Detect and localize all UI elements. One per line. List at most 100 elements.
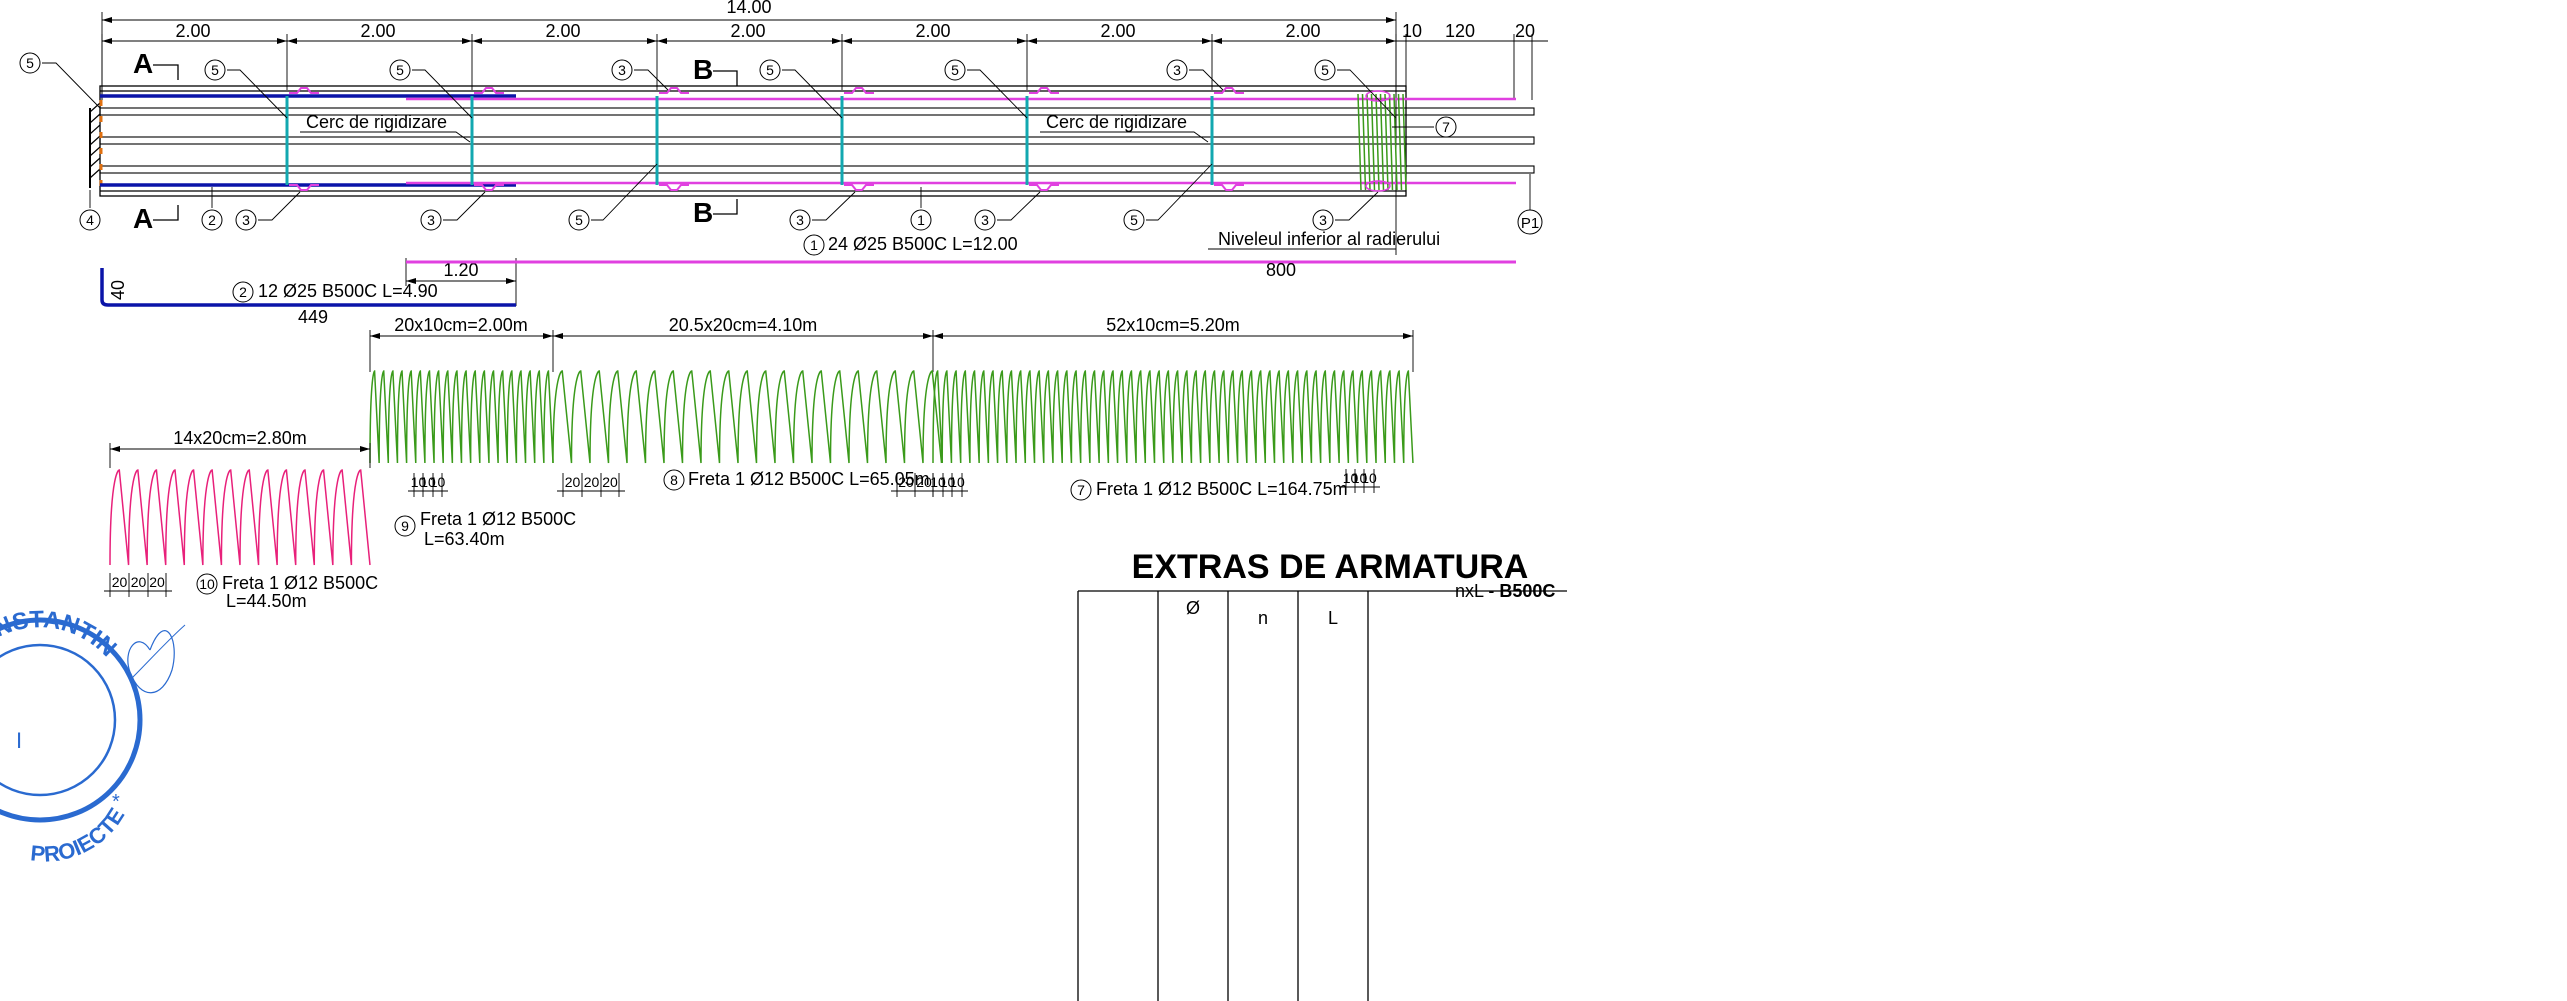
section-b-top: B xyxy=(693,54,713,85)
bar2-label: 12 Ø25 B500C L=4.90 xyxy=(258,281,438,301)
callout-leader xyxy=(812,191,856,221)
schedule-title: EXTRAS DE ARMATURA xyxy=(1132,548,1529,586)
callout-circle xyxy=(420,209,442,231)
freta8-label: Freta 1 Ø12 B500C L=65.05m xyxy=(688,469,930,489)
bar1-label: 24 Ø25 B500C L=12.00 xyxy=(828,234,1018,254)
pitch-label: 10 xyxy=(1361,470,1377,486)
stamp-star: * xyxy=(112,791,120,813)
head-hatch-line xyxy=(89,102,101,113)
callout-number: 5 xyxy=(211,62,219,78)
callout-number: 7 xyxy=(1442,119,1450,135)
spacer-top xyxy=(289,87,319,94)
section-a-bottom: A xyxy=(133,203,153,234)
dim-bay-1: 2.00 xyxy=(175,21,210,41)
dim-1-20: 1.20 xyxy=(443,260,478,280)
end-spiral-turn xyxy=(1384,93,1389,191)
callout-leader xyxy=(634,69,669,91)
dim-end-20: 20 xyxy=(1515,21,1535,41)
callout-leader xyxy=(967,69,1028,119)
callout-circle xyxy=(663,469,685,491)
col-diameter: Ø xyxy=(1186,598,1200,618)
pitch-label: 20 xyxy=(584,474,600,490)
callout-circle xyxy=(1312,209,1334,231)
callout-circle xyxy=(235,209,257,231)
callout-leader xyxy=(1335,191,1379,221)
pitch-label: 20 xyxy=(916,474,932,490)
end-spacer-top xyxy=(1365,90,1391,102)
callout-leader xyxy=(443,191,486,221)
callout-number: 5 xyxy=(951,62,959,78)
pitch-label: 20 xyxy=(602,474,618,490)
pitch-label: 10 xyxy=(940,474,956,490)
end-spacer-bottom xyxy=(1365,180,1391,192)
callout-circle xyxy=(1314,59,1336,81)
callout-leader xyxy=(1189,69,1224,91)
pitch-label: 10 xyxy=(949,474,965,490)
bar1-shape: 1.20 800 xyxy=(405,258,1516,306)
callout-leader xyxy=(1146,163,1213,221)
callout-number: 3 xyxy=(618,62,626,78)
callout-leader xyxy=(782,69,843,119)
end-spiral-turn xyxy=(1402,93,1407,191)
callout-circle xyxy=(19,52,41,74)
dim-bay-3: 2.00 xyxy=(545,21,580,41)
callout-number: 3 xyxy=(796,212,804,228)
pitch-label: 10 xyxy=(1352,470,1368,486)
freta10-label-2: L=44.50m xyxy=(226,591,307,611)
callout-circle xyxy=(1070,479,1092,501)
callout-leader xyxy=(997,191,1041,221)
col-total-steel: B500C xyxy=(1499,581,1555,601)
spacer-bottom xyxy=(1029,184,1059,191)
callout-number: 5 xyxy=(26,55,34,71)
end-spiral-turn xyxy=(1397,93,1403,191)
col-total-prefix: nxL - xyxy=(1455,581,1499,601)
end-spiral-turn xyxy=(1393,93,1398,191)
callout-number: 5 xyxy=(575,212,583,228)
callout-circle xyxy=(759,59,781,81)
spacer-top xyxy=(474,87,504,94)
p1-label: P1 xyxy=(1521,215,1539,232)
end-spiral-turn xyxy=(1357,93,1362,191)
head-hatch-line xyxy=(89,135,101,146)
spiral-wave xyxy=(932,370,1414,464)
head-hatch-line xyxy=(89,113,101,124)
callout-leader xyxy=(591,163,658,221)
pitch-label: 20 xyxy=(565,474,581,490)
spiral-seg-3: 52x10cm=5.20m xyxy=(1106,315,1240,335)
callout-circle xyxy=(79,209,101,231)
callout-leader xyxy=(258,191,301,221)
top-dimension-chain: 14.00 2.00 2.00 2.00 2.00 2.00 2.00 2.00… xyxy=(101,0,1548,255)
dim-end-120: 120 xyxy=(1445,21,1475,41)
spacer-bottom xyxy=(844,184,874,191)
pitch-label: 20 xyxy=(898,474,914,490)
spiral-seg-4: 14x20cm=2.80m xyxy=(173,428,307,448)
callout-circle xyxy=(944,59,966,81)
pitch-label: 10 xyxy=(420,474,436,490)
callout-number: 4 xyxy=(86,212,94,228)
callout-number: 2 xyxy=(208,212,216,228)
section-a-top: A xyxy=(133,48,153,79)
spiral-wave xyxy=(109,469,371,566)
freta7-label: Freta 1 Ø12 B500C L=164.75m xyxy=(1096,479,1348,499)
spiral-wave xyxy=(369,370,554,464)
callout-number: 3 xyxy=(1173,62,1181,78)
dim-800: 800 xyxy=(1266,260,1296,280)
svg-text:CONSTANTIN: CONSTANTIN xyxy=(0,606,122,664)
pitch-label: 10 xyxy=(930,474,946,490)
spiral-wave xyxy=(552,370,943,464)
callout-number: 5 xyxy=(396,62,404,78)
level-label: Niveleul inferior al radierului xyxy=(1218,229,1440,249)
pile-elevation: A A B B Cerc de rigidizare Cerc de rigid… xyxy=(89,48,1535,234)
bar2-shape: 40 12 Ø25 B500C L=4.90 449 xyxy=(100,268,516,327)
spacer-bottom xyxy=(659,184,689,191)
callout-circle xyxy=(910,209,932,231)
dim-449: 449 xyxy=(298,307,328,327)
pitch-label: 20 xyxy=(149,574,165,590)
callout-leader xyxy=(42,62,101,109)
callout-circle xyxy=(204,59,226,81)
freta9-label-2: L=63.40m xyxy=(424,529,505,549)
stamp-text-top: CONSTANTIN xyxy=(0,606,122,664)
end-spiral-turn xyxy=(1370,93,1376,191)
